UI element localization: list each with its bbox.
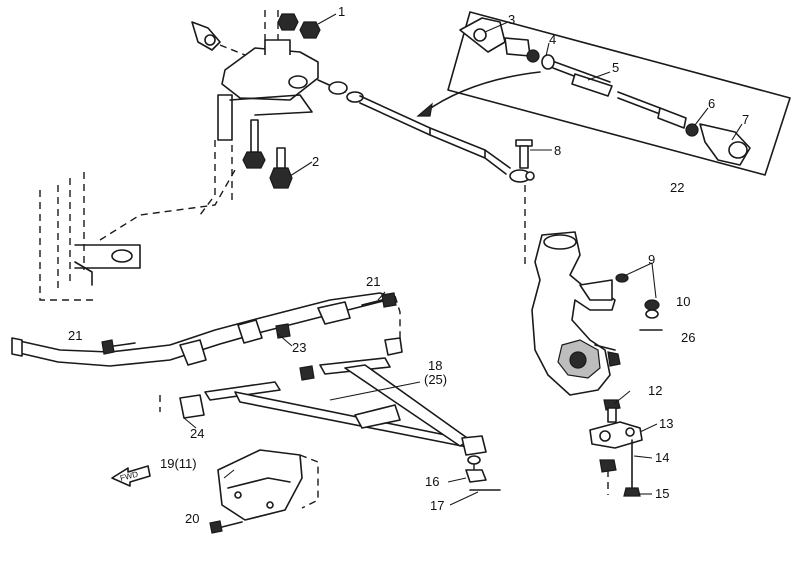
lower-a-arm (159, 357, 501, 491)
callout-2: 2 (312, 154, 319, 169)
forward-direction-arrow: FWD (111, 465, 151, 487)
callout-5: 5 (612, 60, 619, 75)
callout-21-left: 21 (68, 328, 82, 343)
callout-6: 6 (708, 96, 715, 111)
frame-section (39, 169, 236, 301)
steering-column-assembly (191, 10, 321, 216)
stabilizer-bar (11, 292, 403, 381)
tie-rod-detail-box (447, 11, 791, 176)
callout-16: 16 (425, 474, 439, 489)
callout-1: 1 (338, 4, 345, 19)
callout-4: 4 (549, 32, 556, 47)
callout-labels: 1 2 3 4 5 6 7 8 9 10 26 12 13 14 15 16 1… (68, 4, 749, 526)
callout-14: 14 (655, 450, 669, 465)
detail-arrow (424, 71, 541, 113)
callout-21-right: 21 (366, 274, 380, 289)
callout-8: 8 (554, 143, 561, 158)
ball-joint-hardware (589, 399, 643, 497)
callout-12: 12 (648, 383, 662, 398)
callout-20: 20 (185, 511, 199, 526)
callout-23: 23 (292, 340, 306, 355)
callout-13: 13 (659, 416, 673, 431)
skid-plate (209, 449, 319, 534)
callout-26: 26 (681, 330, 695, 345)
callout-19: 19(11) (160, 456, 197, 471)
callout-24: 24 (190, 426, 204, 441)
callout-22: 22 (670, 180, 684, 195)
callout-18-alt: (25) (424, 372, 447, 387)
callout-9: 9 (648, 252, 655, 267)
main-tie-rod (317, 79, 535, 265)
callout-7: 7 (742, 112, 749, 127)
callout-10: 10 (676, 294, 690, 309)
callout-18: 18 (428, 358, 442, 373)
callout-15: 15 (655, 486, 669, 501)
callout-3: 3 (508, 12, 515, 27)
steering-knuckle (531, 231, 663, 396)
callout-17: 17 (430, 498, 444, 513)
leader-lines (183, 13, 743, 506)
bolt-8 (515, 139, 533, 169)
